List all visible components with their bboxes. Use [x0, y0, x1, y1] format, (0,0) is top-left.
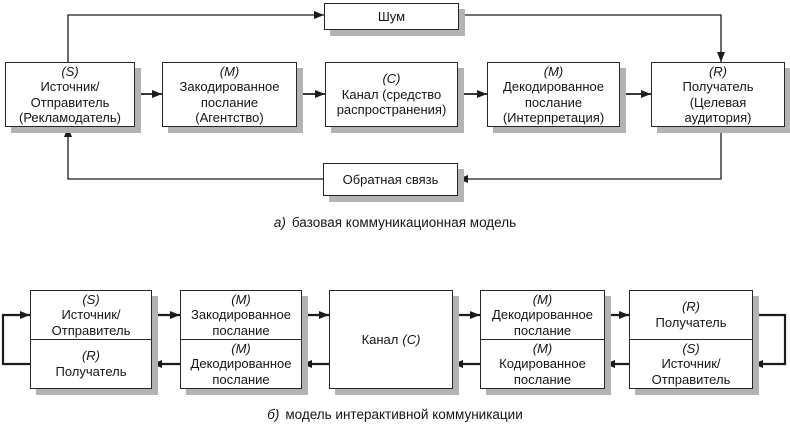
code-letter-r: (R): [681, 299, 701, 315]
cell-label: Получатель: [55, 363, 127, 379]
cell-source-sender: (S) Источник/ Отправитель: [31, 291, 151, 340]
channel-box: (C) Канал (средство распространения): [325, 62, 458, 127]
decoded-message-label: Декодированное послание (Интерпретация): [502, 79, 605, 125]
code-letter-r: (R): [81, 348, 101, 364]
cell-decoded-message: (M) Декодированное послание: [181, 340, 301, 389]
encoded-message-box: (M) Закодированное послание (Агентство): [162, 62, 297, 127]
cell-label: Закодированное послание: [191, 307, 291, 338]
cell-coded-message: (M) Кодированное послание: [481, 340, 604, 389]
code-letter-m: (M): [219, 63, 240, 79]
code-letter-m: (M): [231, 340, 251, 356]
b-encode-decode-box: (M) Закодированное послание (M) Декодиро…: [180, 290, 302, 389]
code-letter-s: (S): [61, 63, 79, 79]
code-letter-m2: (M): [543, 63, 564, 79]
receiver-box: (R) Получатель (Целевая аудитория): [651, 62, 785, 127]
source-sender-box: (S) Источник/ Отправитель (Рекламодатель…: [5, 62, 135, 127]
cell-label: Декодированное послание: [492, 307, 593, 338]
caption-b: б) модель интерактивной коммуникации: [0, 407, 790, 422]
cell-decoded-message: (M) Декодированное послание: [481, 291, 604, 340]
code-letter-c: (C): [402, 331, 421, 347]
code-letter-c: (C): [382, 71, 401, 87]
arrow-feedback-to-source: [64, 127, 323, 180]
b-channel-label: Канал: [361, 331, 399, 347]
cell-source-sender: (S) Источник/ Отправитель: [630, 340, 752, 389]
code-letter-m: (M): [532, 340, 553, 356]
arrow-receiver-to-feedback: [458, 127, 722, 183]
source-sender-label: Источник/ Отправитель (Рекламодатель): [18, 79, 121, 125]
cell-label: Декодированное послание: [190, 356, 292, 387]
cell-label: Источник/ Отправитель: [651, 356, 731, 387]
cell-label: Источник/ Отправитель: [51, 307, 131, 338]
arrow-source-to-noise: [67, 11, 324, 62]
feedback-label: Обратная связь: [342, 171, 439, 187]
channel-label: Канал (средство распространения): [336, 86, 447, 118]
encoded-message-label: Закодированное послание (Агентство): [179, 79, 280, 125]
caption-b-text: модель интерактивной коммуникации: [285, 407, 523, 422]
caption-a-text: базовая коммуникационная модель: [291, 215, 517, 230]
decoded-message-box: (M) Декодированное послание (Интерпретац…: [487, 62, 620, 127]
feedback-box: Обратная связь: [323, 163, 458, 196]
caption-a-prefix: а): [273, 215, 286, 230]
cell-receiver: (R) Получатель: [630, 291, 752, 340]
arrow-noise-to-receiver: [459, 14, 725, 62]
feedback-loop-left: [1, 311, 30, 366]
cell-encoded-message: (M) Закодированное послание: [181, 291, 301, 340]
noise-box: Шум: [324, 3, 459, 30]
cell-receiver: (R) Получатель: [31, 340, 151, 389]
caption-a: а) базовая коммуникационная модель: [0, 215, 790, 230]
b-source-receiver-box: (S) Источник/ Отправитель (R) Получатель: [30, 290, 152, 389]
code-letter-m: (M): [532, 291, 553, 307]
code-letter-s: (S): [82, 291, 100, 307]
b-decode-code-box: (M) Декодированное послание (M) Кодирова…: [480, 290, 605, 389]
cell-label: Получатель: [655, 314, 727, 330]
receiver-label: Получатель (Целевая аудитория): [682, 79, 754, 125]
cell-label: Кодированное послание: [499, 356, 586, 387]
feedback-loop-right: [753, 313, 787, 368]
b-receiver-source-box: (R) Получатель (S) Источник/ Отправитель: [629, 290, 753, 389]
code-letter-m: (M): [231, 291, 251, 307]
noise-label: Шум: [377, 8, 406, 24]
b-channel-box: Канал (C): [329, 290, 453, 389]
caption-b-prefix: б): [267, 407, 280, 422]
code-letter-r: (R): [708, 63, 728, 79]
code-letter-s: (S): [682, 340, 700, 356]
